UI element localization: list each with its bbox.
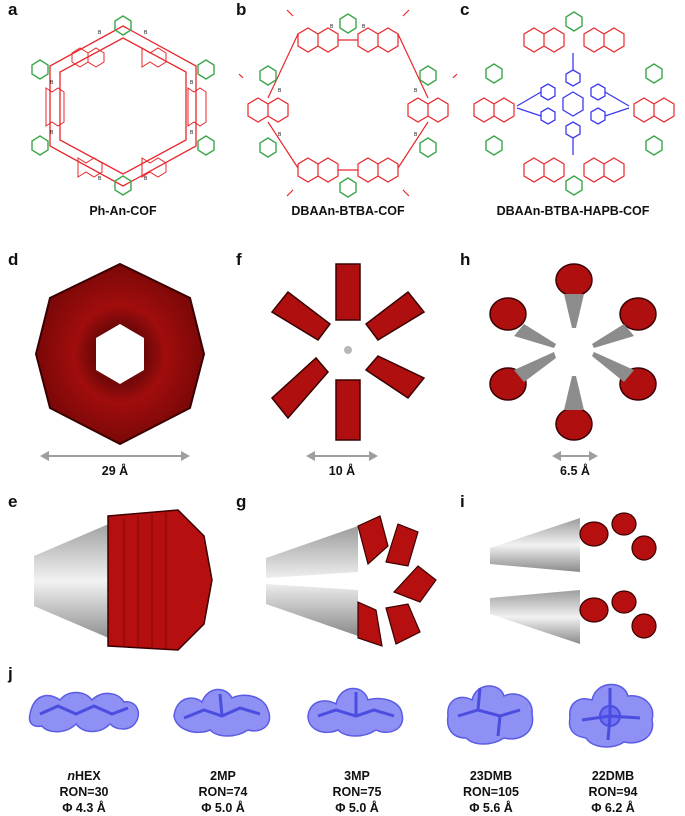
- structure-dbaan-btba-hapb-cof: [473, 11, 675, 196]
- svg-text:B: B: [98, 30, 102, 36]
- molecule-name: 3MP: [344, 769, 370, 783]
- svg-text:B: B: [330, 24, 334, 30]
- molecule-name: 2MP: [210, 769, 236, 783]
- molecule-23dmb: [446, 685, 534, 745]
- molecule-diameter: Φ 5.0 Å: [335, 801, 379, 815]
- pore-view-d: [34, 262, 206, 446]
- panel-letter-g: g: [236, 492, 247, 511]
- molecule-label-23dmb: 23DMB RON=105 Φ 5.6 Å: [436, 768, 546, 816]
- molecule-2mp: [173, 688, 271, 737]
- molecule-ron: RON=30: [59, 785, 109, 799]
- molecule-name: 22DMB: [591, 769, 635, 783]
- panel-letter-b: b: [236, 0, 247, 19]
- molecule-name-prefix: n: [67, 769, 75, 783]
- molecule-label-22dmb: 22DMB RON=94 Φ 6.2 Å: [558, 768, 668, 816]
- channel-side-view-i: [490, 512, 657, 644]
- molecule-ron: RON=75: [332, 785, 382, 799]
- channel-side-view-e: [34, 509, 213, 651]
- panel-letter-h: h: [460, 250, 471, 269]
- dimension-label-d: 29 Å: [101, 464, 129, 478]
- channel-side-view-g: [266, 515, 437, 647]
- caption-dbaan-btba-cof: DBAAn-BTBA-COF: [291, 204, 405, 218]
- molecule-diameter: Φ 5.6 Å: [469, 801, 513, 815]
- panel-letter-f: f: [236, 250, 242, 269]
- dimension-arrow-h: [552, 451, 598, 461]
- molecule-diameter: Φ 4.3 Å: [62, 801, 106, 815]
- molecule-diameter: Φ 5.0 Å: [201, 801, 245, 815]
- pore-view-h: [489, 263, 657, 441]
- molecule-nhex: [28, 691, 140, 733]
- panel-letter-i: i: [460, 492, 465, 511]
- molecule-diameter: Φ 6.2 Å: [591, 801, 635, 815]
- panel-letter-a: a: [8, 0, 18, 19]
- panel-letter-e: e: [8, 492, 18, 511]
- structure-dbaan-btba-cof: B B B B B B: [238, 9, 458, 198]
- panel-letter-j: j: [8, 664, 13, 683]
- dimension-label-f: 10 Å: [328, 464, 356, 478]
- caption-dbaan-btba-hapb-cof: DBAAn-BTBA-HAPB-COF: [496, 204, 650, 218]
- panel-letter-c: c: [460, 0, 470, 19]
- svg-text:B: B: [50, 130, 54, 136]
- molecule-3mp: [307, 687, 404, 737]
- molecule-ron: RON=94: [588, 785, 638, 799]
- svg-text:B: B: [190, 130, 194, 136]
- svg-text:B: B: [414, 88, 418, 94]
- structure-ph-an-cof: B B B B B B B B: [31, 15, 215, 196]
- molecule-ron: RON=74: [198, 785, 248, 799]
- dimension-label-h: 6.5 Å: [560, 464, 590, 478]
- svg-text:B: B: [190, 80, 194, 86]
- caption-ph-an-cof: Ph-An-COF: [89, 204, 157, 218]
- dimension-arrow-f: [306, 451, 378, 461]
- svg-text:B: B: [278, 132, 282, 138]
- svg-text:B: B: [414, 132, 418, 138]
- svg-text:B: B: [144, 176, 148, 182]
- molecule-label-nhex: nHEX RON=30 Φ 4.3 Å: [29, 768, 139, 816]
- pore-view-f: [270, 263, 426, 441]
- molecule-name: 23DMB: [469, 769, 513, 783]
- dimension-arrow-d: [40, 451, 190, 461]
- molecule-name: HEX: [74, 769, 101, 783]
- svg-text:B: B: [144, 30, 148, 36]
- molecule-label-2mp: 2MP RON=74 Φ 5.0 Å: [168, 768, 278, 816]
- svg-text:B: B: [362, 24, 366, 30]
- svg-text:B: B: [50, 80, 54, 86]
- svg-text:B: B: [278, 88, 282, 94]
- svg-text:B: B: [98, 176, 102, 182]
- molecule-ron: RON=105: [463, 785, 519, 799]
- molecule-22dmb: [568, 683, 654, 748]
- panel-letter-d: d: [8, 250, 19, 269]
- molecule-label-3mp: 3MP RON=75 Φ 5.0 Å: [302, 768, 412, 816]
